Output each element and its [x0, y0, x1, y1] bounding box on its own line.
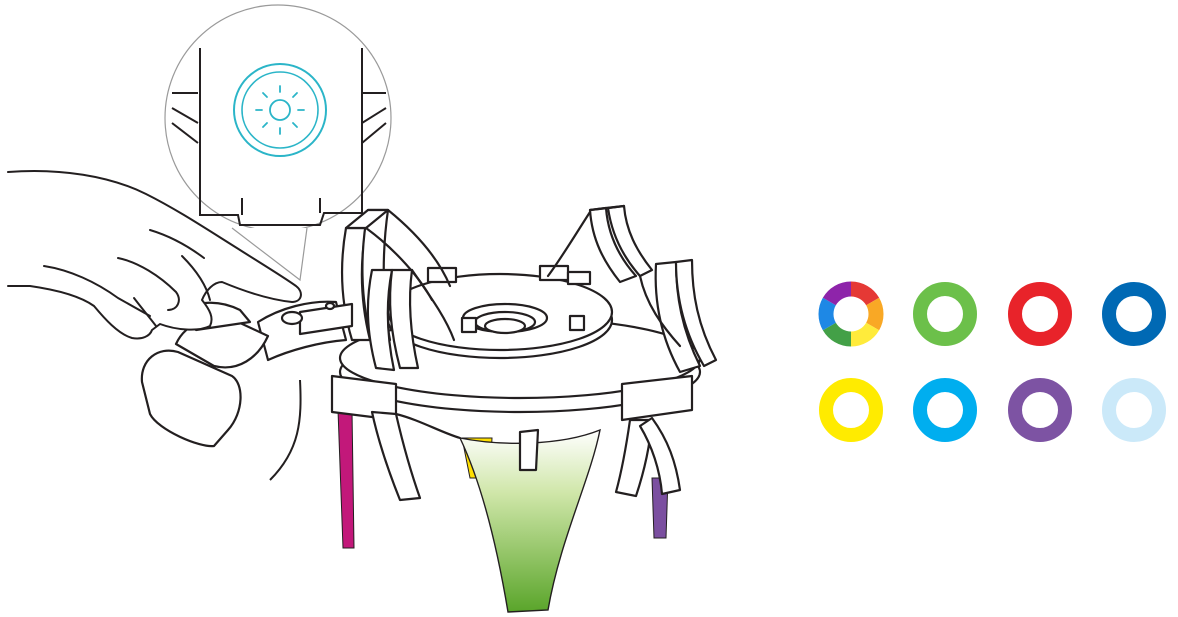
ring — [920, 289, 970, 339]
rainbow-segment — [829, 327, 851, 340]
mic-cable — [270, 380, 301, 480]
rainbow-segment — [829, 289, 851, 302]
rainbow-segment — [851, 327, 873, 340]
color-option-cyan — [920, 385, 970, 435]
rainbow-segment — [873, 302, 876, 327]
color-options — [826, 289, 1159, 435]
ring — [1015, 289, 1065, 339]
ring — [1015, 385, 1065, 435]
color-option-green — [920, 289, 970, 339]
color-option-purple — [1015, 385, 1065, 435]
color-option-blue — [1109, 289, 1159, 339]
ring — [826, 385, 876, 435]
rainbow-segment — [826, 302, 829, 327]
rainbow-segment — [851, 289, 873, 302]
color-option-light-blue — [1109, 385, 1159, 435]
leg-left — [338, 410, 354, 548]
color-option-rainbow-cycle — [826, 289, 876, 339]
color-option-red — [1015, 289, 1065, 339]
ring — [1109, 289, 1159, 339]
ring — [1109, 385, 1159, 435]
color-option-yellow — [826, 385, 876, 435]
ring — [920, 385, 970, 435]
